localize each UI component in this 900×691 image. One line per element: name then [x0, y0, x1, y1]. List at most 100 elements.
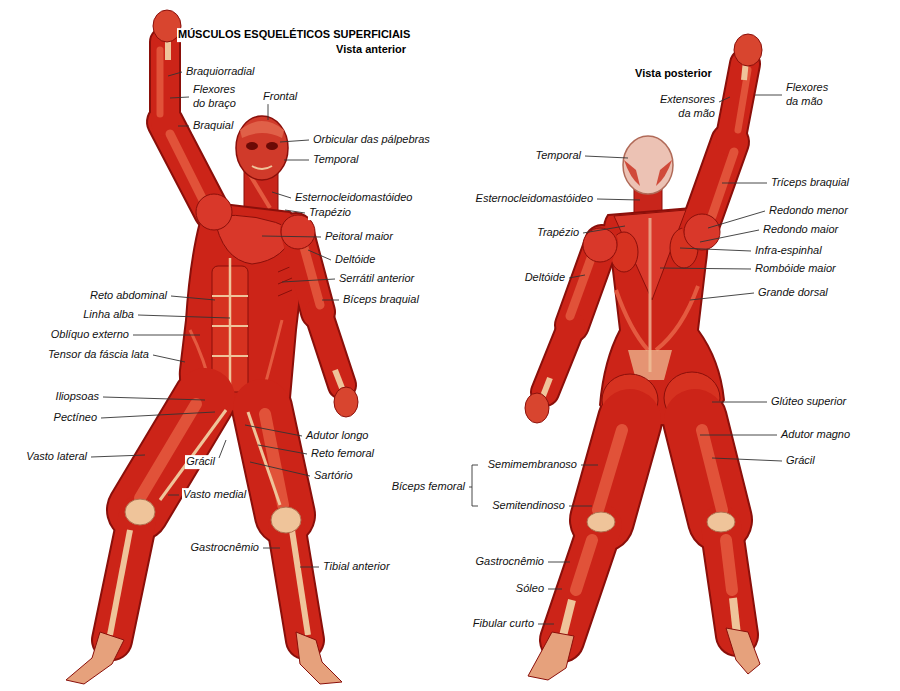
- leg-muscle: [248, 412, 280, 505]
- torso-muscle: [229, 258, 232, 398]
- leg-outline: [562, 420, 737, 640]
- bracket: [469, 465, 478, 506]
- knee-tendon: [587, 512, 735, 532]
- shoulder-muscle: [583, 214, 720, 262]
- muscle-label: Semitendinoso: [491, 499, 566, 513]
- leader-line: [285, 210, 305, 213]
- arm-muscle: [302, 240, 320, 305]
- leg-muscle: [140, 404, 196, 498]
- foot: [528, 628, 760, 680]
- muscle-label: Bíceps braquial: [342, 293, 420, 307]
- leg-muscle: [562, 420, 737, 640]
- foot: [296, 632, 342, 684]
- muscle-label: Gastrocnêmio: [190, 541, 260, 555]
- leader-line: [583, 226, 625, 233]
- leader-line: [153, 355, 185, 362]
- torso-muscle: [278, 278, 292, 284]
- muscle-label: Adutor magno: [780, 428, 851, 442]
- leader-line: [170, 97, 189, 98]
- muscle-label: Pectíneo: [53, 411, 98, 425]
- leader-line: [581, 465, 598, 466]
- posterior-figure: [525, 34, 762, 680]
- leg-muscle: [702, 430, 722, 510]
- head: [623, 136, 673, 194]
- leader-line: [258, 445, 307, 454]
- leader-line: [690, 293, 754, 300]
- muscle-label: Gastrocnêmio: [475, 555, 545, 569]
- muscle-label: Glúteo superior: [770, 395, 847, 409]
- shoulder-muscle: [196, 194, 232, 230]
- leader-line: [597, 199, 640, 200]
- leader-line: [548, 562, 570, 563]
- muscle-label: Esternocleidomastóideo: [294, 191, 413, 205]
- head-muscle: [240, 121, 284, 138]
- torso-muscle: [649, 218, 652, 372]
- leader-line: [91, 72, 782, 624]
- leader-line: [171, 296, 215, 300]
- leader-line: [719, 97, 730, 102]
- leader-line: [280, 140, 309, 142]
- muscle-label: Iliopsoas: [55, 390, 100, 404]
- muscle-label: Temporal: [312, 153, 359, 167]
- leader-line: [168, 72, 182, 76]
- leader-line: [680, 248, 751, 251]
- leader-line: [103, 397, 205, 400]
- leader-line: [262, 236, 321, 237]
- arm-muscle: [543, 378, 550, 396]
- leg-outline: [562, 525, 601, 640]
- leader-line: [138, 315, 230, 318]
- leader-line: [700, 230, 759, 242]
- muscle-label: Deltóide: [524, 271, 566, 285]
- muscle-label: Reto abdominal: [89, 289, 168, 303]
- leader-line: [91, 455, 145, 457]
- foot: [66, 632, 342, 684]
- leader-line: [272, 192, 291, 198]
- muscle-label: Redondo maior: [762, 223, 839, 237]
- arm-muscle: [570, 250, 594, 316]
- leader-line: [282, 279, 335, 282]
- leader-line: [308, 250, 331, 260]
- leader-line: [712, 458, 782, 461]
- leader-line: [284, 160, 309, 161]
- torso-muscle: [656, 286, 698, 350]
- arm-muscle: [712, 152, 734, 216]
- hand: [525, 393, 549, 423]
- arm-muscle: [165, 40, 171, 60]
- leader-line: [250, 462, 310, 476]
- bracket: [469, 465, 478, 506]
- head-muscle: [236, 116, 288, 180]
- muscle-label: Tibial anterior: [322, 560, 391, 574]
- leg-outline: [721, 525, 737, 635]
- muscle-label: Frontal: [262, 90, 298, 104]
- knee-tendon: [125, 499, 155, 525]
- leader-line: [263, 548, 280, 549]
- leader-line: [168, 495, 179, 496]
- muscle-label: Deltóide: [334, 253, 376, 267]
- leader-line: [700, 435, 777, 436]
- leg-muscle: [160, 410, 226, 500]
- knee-tendon: [125, 499, 301, 533]
- muscle-label: Peitoral maior: [324, 230, 394, 244]
- muscle-label: Vasto medial: [182, 488, 247, 502]
- torso-muscle: [616, 290, 648, 350]
- leader-line: [300, 567, 319, 568]
- leader-line: [569, 275, 585, 278]
- muscle-label: Linha alba: [82, 308, 135, 322]
- muscle-label: Grácil: [785, 454, 816, 468]
- anterior-figure: [66, 10, 358, 684]
- muscle-label: Extensores da mão: [644, 93, 716, 121]
- head-muscle: [266, 142, 278, 150]
- muscle-label: Sóleo: [515, 582, 545, 596]
- muscle-label: Serrátil anterior: [338, 272, 415, 286]
- leader-line: [133, 335, 200, 336]
- arm-muscle: [335, 370, 342, 388]
- leader-line: [268, 104, 269, 120]
- head: [623, 136, 673, 194]
- muscle-label: Orbicular das pálpebras: [312, 133, 431, 147]
- leader-line: [101, 412, 215, 418]
- leader-line: [585, 156, 628, 158]
- leader-line: [569, 506, 592, 507]
- muscle-label: Reto femoral: [310, 447, 375, 461]
- muscle-label: Oblíquo externo: [50, 328, 130, 342]
- muscle-label: Grácil: [185, 455, 216, 469]
